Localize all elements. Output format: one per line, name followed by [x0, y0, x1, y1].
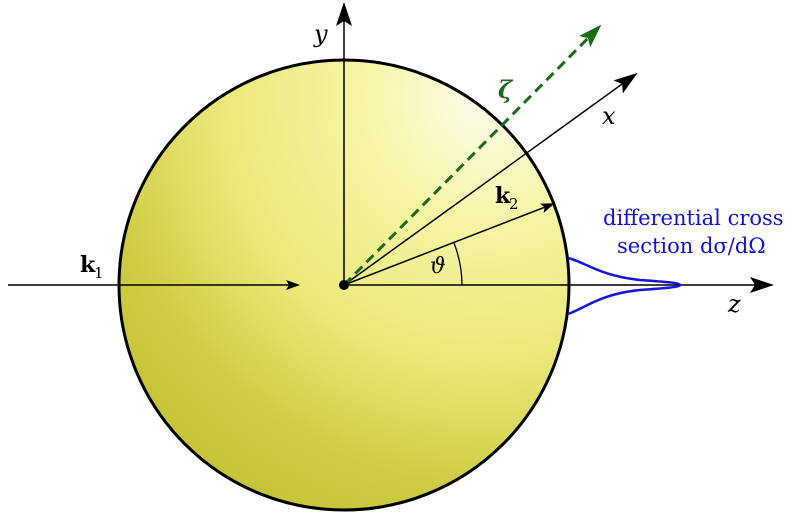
zeta-arrow: [342, 24, 602, 287]
theta-label: ϑ: [430, 254, 446, 279]
zeta-label: ζ: [498, 75, 514, 104]
z-axis-label: z: [727, 290, 741, 318]
k1-label-sub: 1: [94, 264, 104, 282]
cross-section-curve: [567, 256, 682, 316]
k2-label: k 2: [495, 183, 519, 213]
theta-arc: [453, 242, 463, 286]
x-axis-line: [343, 72, 638, 286]
k1-label: k 1: [80, 252, 104, 282]
origin-dot: [339, 280, 349, 290]
k2-label-sub: 2: [509, 195, 519, 213]
k2-arrow: [343, 203, 555, 286]
y-axis-label: y: [313, 20, 328, 48]
x-axis-label: x: [602, 102, 616, 130]
k1-label-main: k: [80, 252, 96, 278]
cross-section-label-line1: differential cross: [603, 206, 784, 230]
cross-section-label-line2: section dσ/dΩ: [617, 234, 766, 258]
k2-label-main: k: [495, 183, 511, 209]
